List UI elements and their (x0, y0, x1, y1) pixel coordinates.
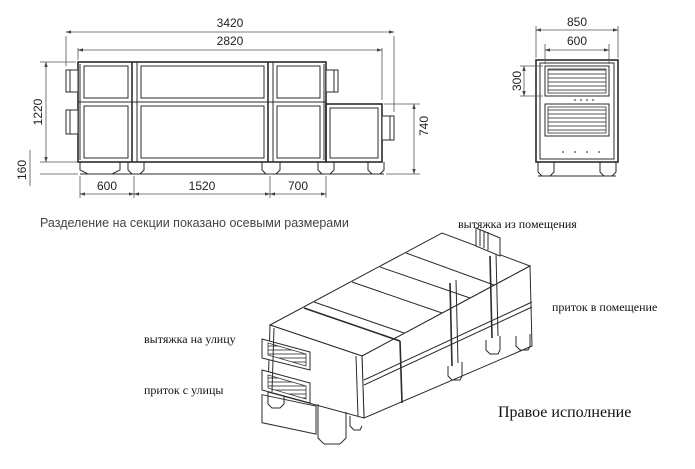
exhaust-opening (261, 394, 317, 435)
unit-body-upper-frame (77, 61, 327, 163)
label-version: Правое исполнение (498, 404, 631, 421)
dim-overall-length: 3420 (217, 16, 244, 30)
dim-leg-height: 160 (15, 160, 29, 180)
side-view: 3420 2820 1220 160 740 600 1520 700 (15, 16, 431, 198)
label-intake-from-street: приток с улицы (144, 383, 223, 397)
dim-seg-right: 700 (288, 179, 308, 193)
dim-opening-height: 300 (510, 71, 524, 91)
label-exhaust-to-street: вытяжка на улицу (144, 332, 236, 346)
dim-width-outer: 850 (567, 15, 587, 29)
unit-right-module (325, 103, 383, 163)
dim-seg-left: 600 (97, 179, 117, 193)
label-extract-from-room: вытяжка из помещения (458, 217, 577, 231)
end-view-body (535, 59, 619, 163)
label-supply-to-room: приток в помещение (552, 300, 657, 314)
dim-body-length: 2820 (217, 34, 244, 48)
dim-right-height: 740 (417, 116, 431, 136)
end-view: 850 600 300 (510, 15, 619, 177)
dim-width-inner: 600 (567, 34, 587, 48)
isometric-view (261, 227, 533, 445)
dim-height-upper: 1220 (31, 98, 45, 125)
dim-seg-middle: 1520 (189, 179, 216, 193)
section-note: Разделение на секции показано осевыми ра… (40, 216, 349, 230)
